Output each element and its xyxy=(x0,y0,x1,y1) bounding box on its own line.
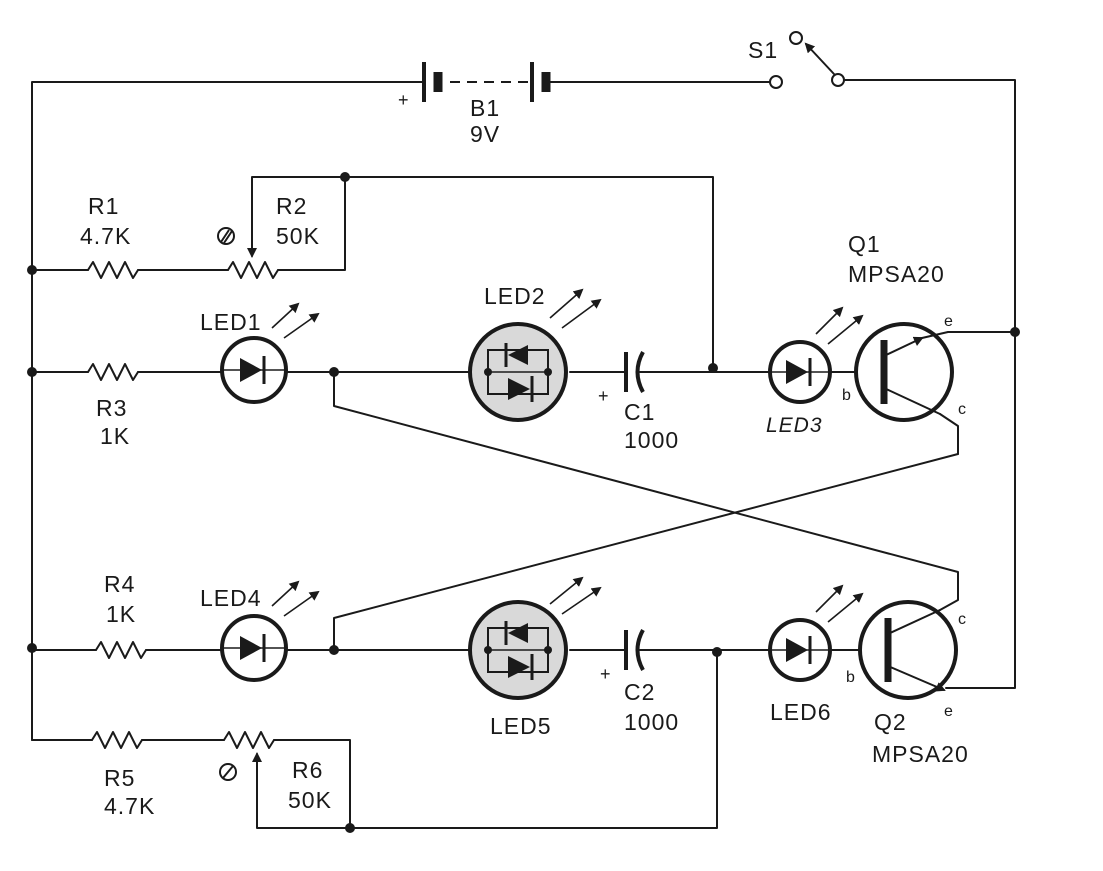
r5-r6-branch: R5 4.7K R6 50K xyxy=(31,651,718,833)
q1-emitter-pin: e xyxy=(944,313,953,330)
transistor-q2: b c e Q2 MPSA20 xyxy=(846,593,969,767)
r6-value: 50K xyxy=(288,787,332,813)
battery-value: 9V xyxy=(470,121,500,147)
led2: LED2 xyxy=(468,283,602,422)
r4-value: 1K xyxy=(106,601,136,627)
r1-ref: R1 xyxy=(88,193,119,219)
switch-s1: S1 xyxy=(748,31,845,89)
battery-b1: + B1 9V xyxy=(398,62,553,147)
c2-ref: C2 xyxy=(624,679,655,705)
q2-base-pin: b xyxy=(846,669,855,686)
q1-collector-pin: c xyxy=(958,401,966,418)
r2-value: 50K xyxy=(276,223,320,249)
led6-ref: LED6 xyxy=(770,699,832,725)
led1: LED1 xyxy=(200,302,320,404)
led2-ref: LED2 xyxy=(484,283,546,309)
r5-ref: R5 xyxy=(104,765,135,791)
switch-ref: S1 xyxy=(748,37,778,63)
c2-value: 1000 xyxy=(624,709,679,735)
battery-plus-sign: + xyxy=(398,90,409,110)
r3-ref: R3 xyxy=(96,395,127,421)
r4-ref: R4 xyxy=(104,571,135,597)
cross-coupling-wires xyxy=(333,371,959,651)
r1-r2-branch: R1 4.7K R2 50K xyxy=(31,172,714,369)
led5-ref: LED5 xyxy=(490,713,552,739)
r6-ref: R6 xyxy=(292,757,323,783)
c1-value: 1000 xyxy=(624,427,679,453)
c1-plus-sign: + xyxy=(598,386,609,406)
q2-emitter-pin: e xyxy=(944,703,953,720)
q1-base-pin: b xyxy=(842,387,851,404)
capacitor-c1: + C1 1000 xyxy=(598,351,679,453)
upper-branch: R3 1K xyxy=(27,265,885,449)
r3-value: 1K xyxy=(100,423,130,449)
c2-plus-sign: + xyxy=(600,664,611,684)
power-wiring xyxy=(31,79,1016,741)
led1-ref: LED1 xyxy=(200,309,262,335)
led6: LED6 xyxy=(768,584,864,725)
led5: LED5 xyxy=(468,576,602,739)
r1-value: 4.7K xyxy=(80,223,131,249)
q2-ref: Q2 xyxy=(874,709,907,735)
transistor-q1: b e c Q1 MPSA20 xyxy=(842,231,1020,455)
battery-ref: B1 xyxy=(470,95,500,121)
led4-ref: LED4 xyxy=(200,585,262,611)
q2-collector-pin: c xyxy=(958,611,966,628)
r2-ref: R2 xyxy=(276,193,307,219)
q1-ref: Q1 xyxy=(848,231,881,257)
lower-branch: R4 1K xyxy=(27,571,889,659)
q1-part: MPSA20 xyxy=(848,261,945,287)
capacitor-c2: + C2 1000 xyxy=(600,629,679,735)
c1-ref: C1 xyxy=(624,399,655,425)
led4: LED4 xyxy=(200,580,320,682)
q2-part: MPSA20 xyxy=(872,741,969,767)
led3: LED3 xyxy=(766,306,864,437)
r5-value: 4.7K xyxy=(104,793,155,819)
led3-ref: LED3 xyxy=(766,414,823,437)
